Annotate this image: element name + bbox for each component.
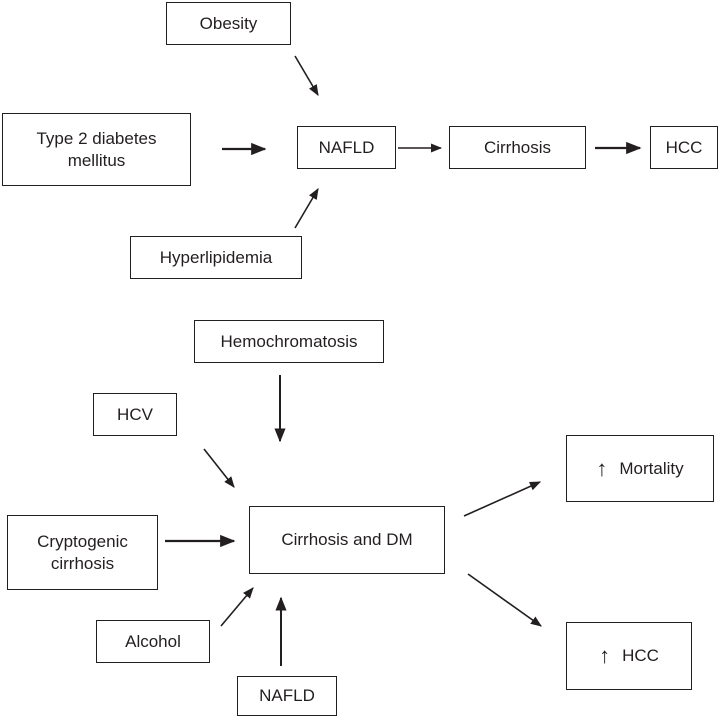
hcc-top-box: HCC: [650, 126, 718, 169]
center-box: Cirrhosis and DM: [249, 506, 445, 574]
hcc-top-label: HCC: [665, 137, 703, 157]
hcv-label: HCV: [117, 404, 153, 424]
nafld-top-label: NAFLD: [318, 137, 375, 157]
obesity-box: Obesity: [166, 2, 291, 45]
increase-arrow-icon: ↑: [599, 643, 611, 668]
hyperlipidemia-box: Hyperlipidemia: [130, 236, 302, 279]
alcohol-box: Alcohol: [96, 620, 210, 663]
nafld-bottom-label: NAFLD: [259, 686, 315, 705]
arrow-obesity-to-nafld: [294, 55, 319, 96]
arrow-center-to-mortality: [463, 481, 542, 517]
hemochromatosis-label: Hemochromatosis: [220, 331, 358, 351]
arrow-alcohol-to-center: [220, 587, 254, 627]
nafld-top-box: NAFLD: [297, 126, 396, 169]
hcv-box: HCV: [93, 393, 177, 436]
cirrhosis-label: Cirrhosis: [483, 137, 552, 157]
arrow-center-to-hcc: [467, 573, 542, 627]
alcohol-label: Alcohol: [125, 631, 181, 651]
nafld-bottom-box: NAFLD: [237, 676, 337, 716]
t2dm-box: Type 2 diabetes mellitus: [2, 113, 191, 186]
cryptogenic-label: Cryptogenic cirrhosis: [37, 531, 128, 573]
hcc-bottom-box: ↑ HCC: [566, 622, 692, 690]
mortality-box: ↑ Mortality: [566, 435, 714, 502]
hcc-bottom-label: HCC: [622, 646, 659, 665]
mortality-label: Mortality: [619, 458, 684, 478]
t2dm-label: Type 2 diabetes mellitus: [36, 128, 157, 170]
center-label: Cirrhosis and DM: [281, 530, 413, 549]
cirrhosis-box: Cirrhosis: [449, 126, 586, 169]
hemochromatosis-box: Hemochromatosis: [194, 320, 384, 363]
hyperlipidemia-label: Hyperlipidemia: [159, 247, 273, 267]
increase-arrow-icon: ↑: [596, 455, 608, 481]
cryptogenic-box: Cryptogenic cirrhosis: [7, 515, 158, 590]
arrow-hcv-to-center: [203, 448, 235, 488]
obesity-label: Obesity: [199, 13, 258, 33]
arrow-hyperlipidemia-to-nafld: [294, 188, 319, 229]
